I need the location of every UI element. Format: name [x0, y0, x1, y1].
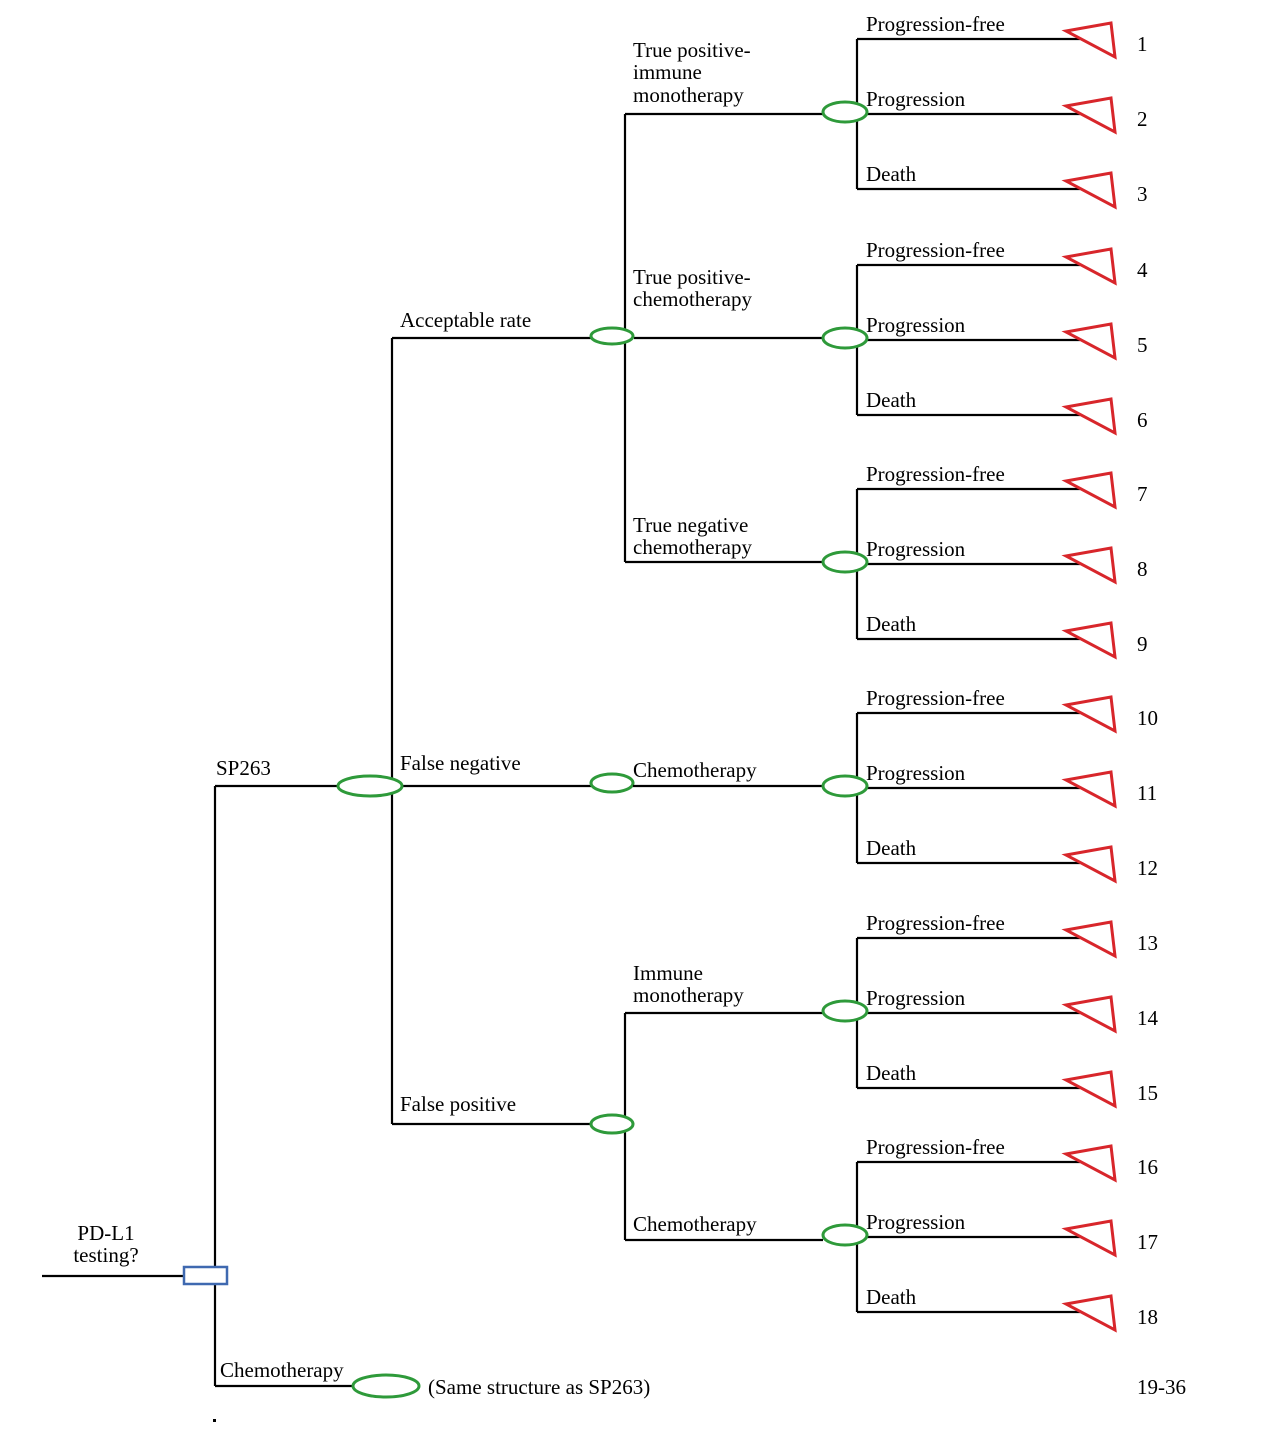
outcome-death-label: Death	[866, 1285, 917, 1309]
outcome-progression-label: Progression	[866, 986, 966, 1010]
terminal-number: 2	[1137, 107, 1148, 131]
outcome-progression-label: Progression	[866, 761, 966, 785]
outcome-progression-free-label: Progression-free	[866, 238, 1005, 262]
terminal-number: 9	[1137, 632, 1148, 656]
terminal-node-icon	[1061, 1219, 1117, 1258]
same-structure-note: (Same structure as SP263)	[428, 1375, 650, 1399]
tn-chemo-label-2: chemotherapy	[633, 535, 752, 559]
sp263-chance-node	[336, 774, 404, 798]
tp-chemo-label-1: True positive-	[633, 265, 751, 289]
chemo-root-chance-node	[351, 1373, 421, 1399]
terminal-number: 15	[1137, 1081, 1158, 1105]
outcome-chance-node-2	[821, 326, 869, 350]
terminal-number: 5	[1137, 333, 1148, 357]
terminal-node-icon	[1061, 322, 1117, 361]
tp-immune-label-1: True positive-	[633, 38, 751, 62]
outcome-death-label: Death	[866, 162, 917, 186]
sp263-label: SP263	[216, 756, 271, 780]
terminal-number: 3	[1137, 182, 1148, 206]
root-label-line2: testing?	[73, 1243, 138, 1267]
root-label-line1: PD-L1	[77, 1221, 134, 1245]
terminal-node-icon	[1061, 471, 1117, 510]
terminal-number: 18	[1137, 1305, 1158, 1329]
outcome-progression-label: Progression	[866, 87, 966, 111]
outcome-death-label: Death	[866, 612, 917, 636]
terminal-node-icon	[1061, 96, 1117, 135]
terminal-node-icon	[1061, 770, 1117, 809]
terminal-number: 11	[1137, 781, 1157, 805]
outcome-progression-free-label: Progression-free	[866, 462, 1005, 486]
terminal-node-icon	[1061, 1144, 1117, 1183]
acceptable-rate-chance-node	[589, 326, 635, 346]
tp-immune-label-2: immune	[633, 60, 702, 84]
terminal-node-icon	[1061, 546, 1117, 585]
chemo-root-label: Chemotherapy	[220, 1358, 344, 1382]
outcome-chance-node-1	[821, 100, 869, 124]
fn-chemo-label: Chemotherapy	[633, 758, 757, 782]
terminal-number: 6	[1137, 408, 1148, 432]
false-positive-chance-node	[589, 1113, 635, 1135]
terminal-number: 7	[1137, 482, 1148, 506]
tp-chemo-label-2: chemotherapy	[633, 287, 752, 311]
outcome-progression-label: Progression	[866, 313, 966, 337]
outcome-chance-node-5	[821, 999, 869, 1023]
outcome-chance-node-6	[821, 1223, 869, 1247]
outcome-progression-free-label: Progression-free	[866, 12, 1005, 36]
terminal-node-icon	[1061, 621, 1117, 660]
fp-chemo-label: Chemotherapy	[633, 1212, 757, 1236]
outcome-progression-label: Progression	[866, 537, 966, 561]
terminal-node-icon	[1061, 920, 1117, 959]
stray-dot	[213, 1419, 216, 1422]
terminal-number: 1	[1137, 32, 1148, 56]
terminal-number: 12	[1137, 856, 1158, 880]
fp-immune-label-1: Immune	[633, 961, 703, 985]
tp-immune-label-3: monotherapy	[633, 83, 744, 107]
outcome-groups: Progression-free1Progression2Death3Progr…	[821, 12, 1159, 1333]
acceptable-rate-label: Acceptable rate	[400, 308, 531, 332]
terminal-node-icon	[1061, 1294, 1117, 1333]
outcome-progression-label: Progression	[866, 1210, 966, 1234]
outcome-death-label: Death	[866, 388, 917, 412]
terminal-number: 4	[1137, 258, 1148, 282]
terminal-node-icon	[1061, 995, 1117, 1034]
terminal-number-range: 19-36	[1137, 1375, 1186, 1399]
terminal-number: 17	[1137, 1230, 1158, 1254]
fp-immune-label-2: monotherapy	[633, 983, 744, 1007]
terminal-node-icon	[1061, 21, 1117, 60]
terminal-number: 13	[1137, 931, 1158, 955]
outcome-progression-free-label: Progression-free	[866, 911, 1005, 935]
outcome-progression-free-label: Progression-free	[866, 686, 1005, 710]
outcome-chance-node-3	[821, 550, 869, 574]
terminal-node-icon	[1061, 695, 1117, 734]
outcome-progression-free-label: Progression-free	[866, 1135, 1005, 1159]
decision-node	[182, 1265, 229, 1286]
terminal-node-icon	[1061, 397, 1117, 436]
tn-chemo-label-1: True negative	[633, 513, 748, 537]
terminal-node-icon	[1061, 845, 1117, 884]
outcome-chance-node-4	[821, 774, 869, 798]
outcome-death-label: Death	[866, 836, 917, 860]
terminal-number: 10	[1137, 706, 1158, 730]
terminal-node-icon	[1061, 1070, 1117, 1109]
false-positive-label: False positive	[400, 1092, 516, 1116]
terminal-node-icon	[1061, 247, 1117, 286]
terminal-number: 8	[1137, 557, 1148, 581]
false-negative-label: False negative	[400, 751, 521, 775]
terminal-number: 16	[1137, 1155, 1158, 1179]
false-negative-chance-node	[589, 772, 635, 794]
terminal-number: 14	[1137, 1006, 1159, 1030]
terminal-node-icon	[1061, 171, 1117, 210]
outcome-death-label: Death	[866, 1061, 917, 1085]
